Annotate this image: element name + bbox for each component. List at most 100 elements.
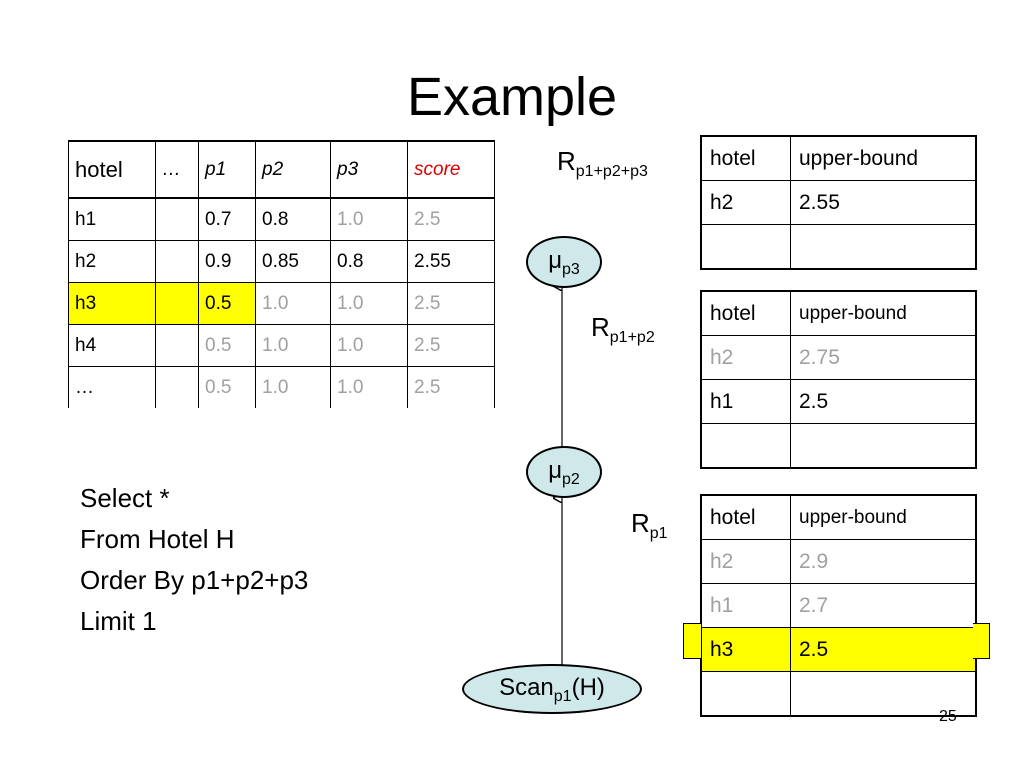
r-subscript: p1 bbox=[649, 525, 668, 542]
table-row: h4 0.5 1.0 1.0 2.5 bbox=[68, 324, 495, 367]
table-cell: 1.0 bbox=[255, 282, 331, 325]
table-cell bbox=[155, 366, 199, 408]
column-header: p2 bbox=[255, 140, 331, 199]
table-header-row: hotel … p1 p2 p3 score bbox=[68, 140, 495, 199]
table-cell: 2.5 bbox=[407, 366, 495, 408]
table-cell bbox=[155, 240, 199, 283]
r-bot-table: hotel upper-bound h2 2.9 h1 2.7 h3 2.5 bbox=[700, 494, 977, 717]
table-cell-highlighted: h3 bbox=[700, 627, 791, 672]
table-row: h1 2.5 bbox=[700, 379, 977, 424]
table-cell: h2 bbox=[700, 335, 791, 380]
column-header: upper-bound bbox=[790, 494, 977, 540]
column-header: p3 bbox=[330, 140, 408, 199]
table-row: h2 2.75 bbox=[700, 335, 977, 380]
table-cell: h2 bbox=[700, 180, 791, 225]
plan-edges bbox=[540, 270, 563, 665]
column-header: upper-bound bbox=[790, 135, 977, 181]
hotel-scores-table: hotel … p1 p2 p3 score h1 0.7 0.8 1.0 2.… bbox=[68, 140, 495, 408]
table-cell bbox=[790, 423, 977, 469]
table-cell bbox=[700, 423, 791, 469]
table-cell bbox=[155, 324, 199, 367]
table-cell: 0.8 bbox=[255, 198, 331, 241]
table-cell: 2.9 bbox=[790, 539, 977, 584]
table-cell bbox=[790, 671, 977, 717]
table-cell: 0.85 bbox=[255, 240, 331, 283]
table-cell: 1.0 bbox=[330, 198, 408, 241]
r-top-table: hotel upper-bound h2 2.55 bbox=[700, 135, 977, 270]
table-cell: 1.0 bbox=[330, 324, 408, 367]
slide-title: Example bbox=[406, 67, 618, 127]
column-header: upper-bound bbox=[790, 290, 977, 336]
table-cell: … bbox=[68, 366, 156, 408]
r-symbol: R bbox=[631, 508, 650, 538]
query-line: From Hotel H bbox=[80, 524, 235, 554]
table-cell: 2.5 bbox=[407, 198, 495, 241]
table-cell: h1 bbox=[700, 379, 791, 424]
table-cell-highlighted bbox=[155, 282, 199, 325]
table-row: h3 0.5 1.0 1.0 2.5 bbox=[68, 282, 495, 325]
table-cell: 2.7 bbox=[790, 583, 977, 628]
table-row: h1 2.7 bbox=[700, 583, 977, 628]
table-cell: h2 bbox=[68, 240, 156, 283]
r-subscript: p1+p2 bbox=[609, 329, 655, 346]
table-cell: 0.7 bbox=[198, 198, 256, 241]
table-cell bbox=[155, 198, 199, 241]
query-line: Select * bbox=[80, 483, 170, 513]
table-row bbox=[700, 671, 977, 717]
sql-query: Select * From Hotel H Order By p1+p2+p3 … bbox=[80, 478, 308, 642]
node-subscript: p1 bbox=[553, 688, 572, 705]
scan-node: Scanp1(H) bbox=[462, 664, 642, 714]
mu-p2-node: μp2 bbox=[526, 446, 602, 498]
r-mid-table: hotel upper-bound h2 2.75 h1 2.5 bbox=[700, 290, 977, 469]
r-subscript: p1+p2+p3 bbox=[575, 163, 648, 180]
table-cell: h1 bbox=[68, 198, 156, 241]
table-row: h2 2.55 bbox=[700, 180, 977, 225]
column-header: hotel bbox=[700, 290, 791, 336]
highlight-extension-right bbox=[973, 623, 990, 659]
table-cell: 0.9 bbox=[198, 240, 256, 283]
column-header: hotel bbox=[700, 135, 791, 181]
node-subscript: p2 bbox=[562, 471, 580, 488]
column-header: … bbox=[155, 140, 199, 199]
table-row: h1 0.7 0.8 1.0 2.5 bbox=[68, 198, 495, 241]
table-cell bbox=[790, 224, 977, 270]
column-header: p1 bbox=[198, 140, 256, 199]
table-cell: 1.0 bbox=[255, 366, 331, 408]
table-cell: 2.55 bbox=[790, 180, 977, 225]
table-cell: h1 bbox=[700, 583, 791, 628]
query-line: Limit 1 bbox=[80, 606, 157, 636]
table-row: h2 2.9 bbox=[700, 539, 977, 584]
r-mid-label: Rp1+p2 bbox=[591, 312, 655, 347]
r-symbol: R bbox=[591, 312, 610, 342]
table-header-row: hotel upper-bound bbox=[700, 135, 977, 181]
column-header: hotel bbox=[68, 140, 156, 199]
query-line: Order By p1+p2+p3 bbox=[80, 565, 309, 595]
table-cell: 2.5 bbox=[407, 282, 495, 325]
table-cell: 1.0 bbox=[255, 324, 331, 367]
table-row: h2 0.9 0.85 0.8 2.55 bbox=[68, 240, 495, 283]
table-cell bbox=[700, 224, 791, 270]
table-cell-highlighted: h3 bbox=[68, 282, 156, 325]
table-cell bbox=[700, 671, 791, 717]
table-cell-highlighted: 0.5 bbox=[198, 282, 256, 325]
scan-suffix: (H) bbox=[571, 674, 605, 701]
table-row bbox=[700, 423, 977, 469]
r-symbol: R bbox=[557, 146, 576, 176]
table-cell: 2.75 bbox=[790, 335, 977, 380]
r-top-label: Rp1+p2+p3 bbox=[557, 146, 648, 181]
column-header: hotel bbox=[700, 494, 791, 540]
table-cell: h4 bbox=[68, 324, 156, 367]
table-cell: 0.5 bbox=[198, 324, 256, 367]
node-subscript: p3 bbox=[562, 261, 580, 278]
table-cell: 0.8 bbox=[330, 240, 408, 283]
mu-symbol: μ bbox=[548, 247, 563, 274]
table-row: h3 2.5 bbox=[700, 627, 977, 672]
table-cell: 2.5 bbox=[407, 324, 495, 367]
table-cell: 1.0 bbox=[330, 366, 408, 408]
r-bot-label: Rp1 bbox=[631, 508, 668, 543]
highlight-extension-left bbox=[683, 623, 701, 659]
table-cell: h2 bbox=[700, 539, 791, 584]
table-header-row: hotel upper-bound bbox=[700, 494, 977, 540]
table-header-row: hotel upper-bound bbox=[700, 290, 977, 336]
table-cell: 2.55 bbox=[407, 240, 495, 283]
